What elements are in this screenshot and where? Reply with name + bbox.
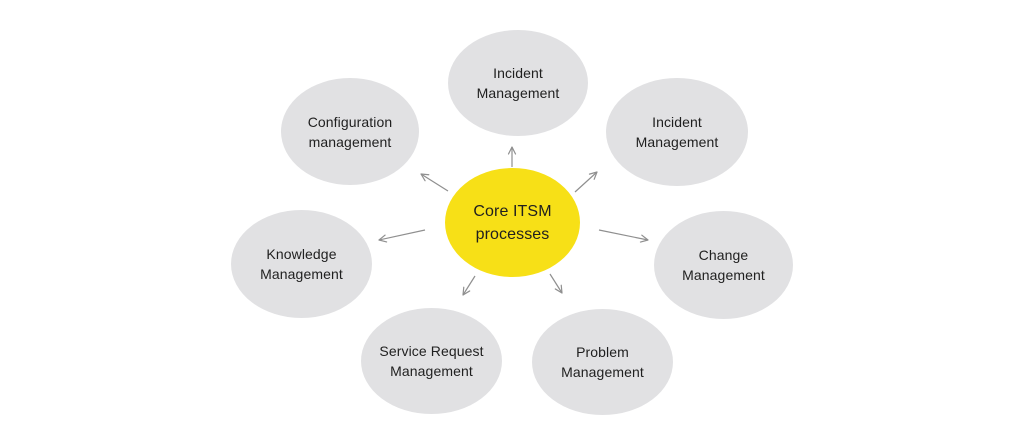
node-label: Knowledge Management — [260, 246, 343, 282]
center-node-label: Core ITSM processes — [473, 202, 552, 243]
node-incident-management-right: Incident Management — [606, 78, 748, 186]
node-label: Change Management — [682, 247, 765, 283]
node-label: Problem Management — [561, 344, 644, 380]
node-label: Incident Management — [635, 114, 719, 150]
arrow-to-incident-right — [574, 171, 598, 193]
node-problem-management: Problem Management — [532, 309, 673, 415]
arrow-to-knowledge — [378, 229, 426, 243]
node-incident-management-top: Incident Management — [448, 30, 588, 136]
node-label: Configuration management — [307, 113, 393, 150]
node-knowledge-management: Knowledge Management — [231, 210, 372, 318]
node-service-request-management: Service Request Management — [361, 308, 502, 414]
arrow-to-problem — [549, 273, 563, 294]
node-core-itsm-processes: Core ITSM processes — [445, 168, 580, 277]
arrow-to-change — [598, 229, 649, 243]
arrow-to-configuration — [420, 173, 449, 192]
node-configuration-management: Configuration management — [281, 78, 419, 185]
node-label: Service Request Management — [379, 343, 484, 379]
node-label: Incident Management — [476, 65, 560, 101]
arrow-to-service-request — [462, 275, 476, 296]
node-change-management: Change Management — [654, 211, 793, 319]
